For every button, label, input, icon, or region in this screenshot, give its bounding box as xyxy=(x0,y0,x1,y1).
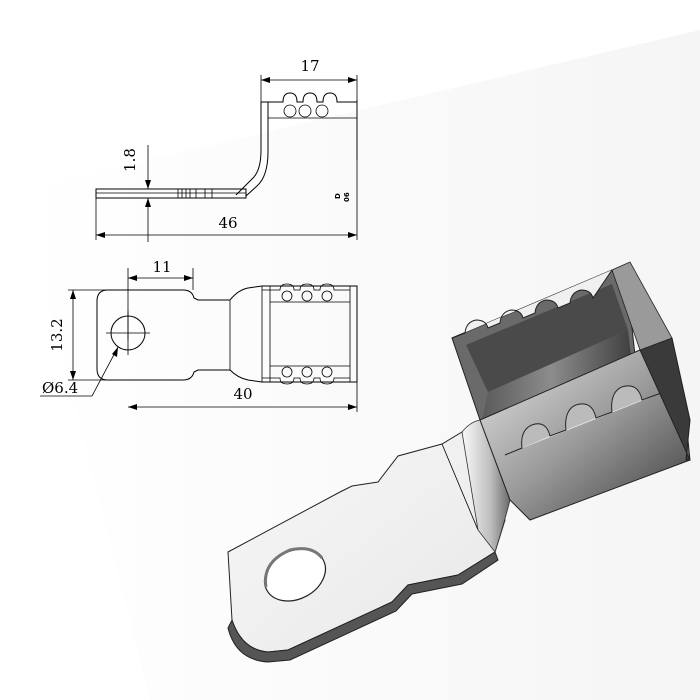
top-length-dim: 40 xyxy=(233,385,252,403)
side-view: 17 D 06 1.8 46 xyxy=(95,57,358,242)
top-width-dim: 13.2 xyxy=(48,318,66,351)
side-length-dim: 46 xyxy=(218,214,237,232)
top-view: 11 13.2 Ø6.4 xyxy=(40,258,358,412)
side-mark-top: D xyxy=(334,193,342,199)
top-hole-diameter-dim: Ø6.4 xyxy=(42,379,78,397)
side-mark-bottom: 06 xyxy=(343,192,351,202)
isometric-render xyxy=(227,261,691,663)
side-width-dim: 17 xyxy=(300,57,319,75)
top-hole-offset-dim: 11 xyxy=(152,258,171,276)
side-thickness-dim: 1.8 xyxy=(121,148,139,172)
